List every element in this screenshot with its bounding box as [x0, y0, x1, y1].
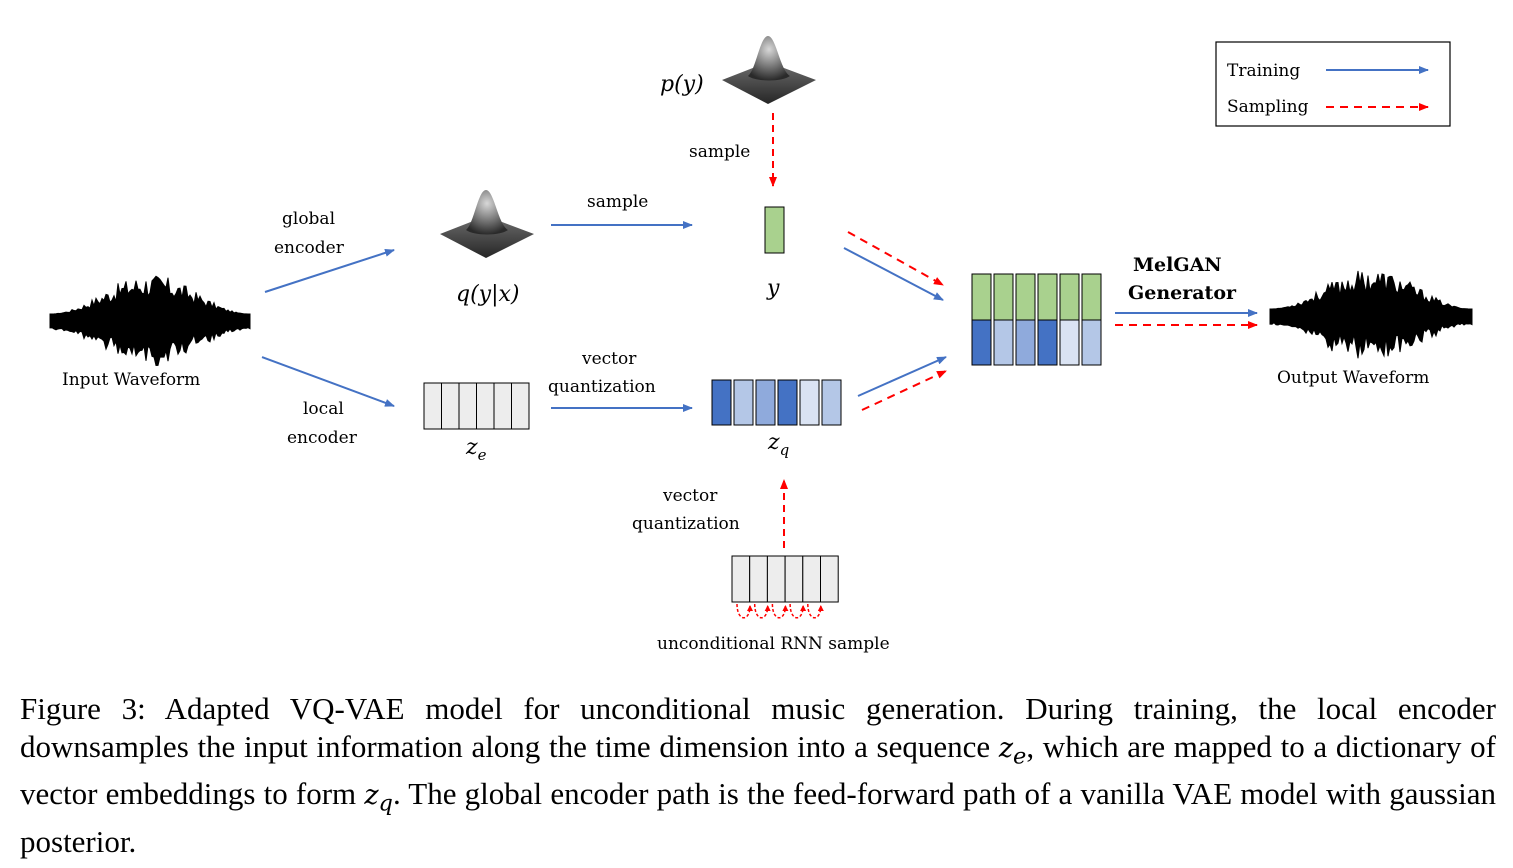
- vq-bottom-label-1: vector: [662, 486, 718, 506]
- rnn-loop-arrow: [771, 603, 789, 619]
- legend-box: [1215, 41, 1451, 127]
- q-y-x-label: q(y|x): [456, 282, 520, 307]
- legend-training-label: Training: [1227, 61, 1300, 81]
- concat-y-cell: [1059, 273, 1080, 321]
- posterior-gaussian-icon: [440, 190, 534, 258]
- vq-mid-label-2: quantization: [548, 377, 656, 397]
- rnn-loop-arrow: [789, 603, 807, 619]
- rnn-cell: [731, 555, 751, 603]
- local-encoder-label-1: local: [303, 399, 344, 419]
- output-waveform-image: [1269, 270, 1473, 359]
- concat-y-cell: [1037, 273, 1058, 321]
- figure-caption: Figure 3: Adapted VQ-VAE model for uncon…: [20, 690, 1496, 861]
- vq-bottom-label-2: quantization: [632, 514, 740, 534]
- z-e-cell: [511, 382, 530, 430]
- z-q-cell: [733, 379, 754, 426]
- concat-y-cell: [1081, 273, 1102, 321]
- concat-zq-cell: [1059, 319, 1080, 366]
- p-y-label: p(y): [660, 72, 704, 97]
- caption-part-1: Figure 3: Adapted VQ-VAE model for uncon…: [20, 691, 1496, 764]
- caption-ze-symbol: ze: [998, 733, 1027, 770]
- concat-y-cell: [971, 273, 992, 321]
- rnn-cell: [784, 555, 804, 603]
- y-vector: [764, 206, 785, 254]
- z-e-cell: [423, 382, 442, 430]
- output-waveform-label: Output Waveform: [1277, 368, 1429, 388]
- concat-zq-cell: [1015, 319, 1036, 366]
- z-q-sequence: [711, 379, 842, 426]
- input-waveform-label: Input Waveform: [62, 370, 200, 390]
- z-e-cell: [493, 382, 512, 430]
- rnn-loop-arrow: [753, 603, 771, 619]
- caption-part-3: . The global encoder path is the feed-fo…: [20, 776, 1496, 859]
- z-e-cell: [476, 382, 495, 430]
- concat-zq-cell: [993, 319, 1014, 366]
- melgan-label-1: MelGAN: [1133, 254, 1222, 276]
- rnn-recurrence-arrows: [736, 603, 824, 619]
- legend-sampling-label: Sampling: [1227, 97, 1309, 117]
- zq-to-concat-sampling-arrow: [861, 370, 947, 411]
- rnn-sequence: [731, 555, 839, 603]
- rnn-sample-label: unconditional RNN sample: [657, 634, 890, 654]
- z-e-sequence: [423, 382, 530, 430]
- vq-vae-diagram: Training Sampling p(y) sample q(y|x) glo…: [49, 36, 1473, 654]
- y-to-concat-training-arrow: [843, 247, 944, 301]
- z-e-cell: [458, 382, 477, 430]
- z-q-cell: [799, 379, 820, 426]
- rnn-cell: [820, 555, 839, 603]
- concat-y-cell: [1015, 273, 1036, 321]
- rnn-loop-arrow: [807, 603, 824, 619]
- concat-zq-cell: [1081, 319, 1102, 366]
- vq-mid-label-1: vector: [581, 349, 637, 369]
- rnn-cell: [766, 555, 786, 603]
- rnn-cell: [802, 555, 821, 603]
- legend: Training Sampling: [1215, 41, 1451, 127]
- z-q-cell: [777, 379, 798, 426]
- melgan-label-2: Generator: [1128, 282, 1237, 304]
- global-encoder-arrow: [264, 248, 395, 293]
- local-encoder-label-2: encoder: [287, 428, 358, 448]
- concat-zq-cell: [971, 319, 992, 366]
- global-encoder-label-2: encoder: [274, 238, 345, 258]
- z-q-cell: [755, 379, 776, 426]
- concat-zq-cell: [1037, 319, 1058, 366]
- rnn-cell: [749, 555, 768, 603]
- z-q-cell: [821, 379, 842, 426]
- caption-part-2: , which are mapped to a dictionary of ve…: [20, 729, 1497, 812]
- sample-mid-label: sample: [587, 192, 648, 212]
- z-e-cell: [441, 382, 460, 430]
- global-encoder-label-1: global: [282, 209, 335, 229]
- y-label: y: [766, 276, 780, 301]
- concat-latent: [971, 273, 1102, 366]
- z-q-label: zq: [767, 430, 789, 459]
- y-to-concat-sampling-arrow: [847, 231, 944, 286]
- prior-gaussian-icon: [722, 36, 816, 104]
- input-waveform-image: [49, 275, 251, 366]
- caption-zq-symbol: zq: [364, 780, 393, 817]
- sample-top-label: sample: [689, 142, 750, 162]
- concat-y-cell: [993, 273, 1014, 321]
- z-e-label: ze: [465, 435, 487, 464]
- z-q-cell: [711, 379, 732, 426]
- zq-to-concat-training-arrow: [857, 356, 947, 397]
- rnn-loop-arrow: [736, 603, 753, 619]
- local-encoder-arrow: [261, 356, 395, 407]
